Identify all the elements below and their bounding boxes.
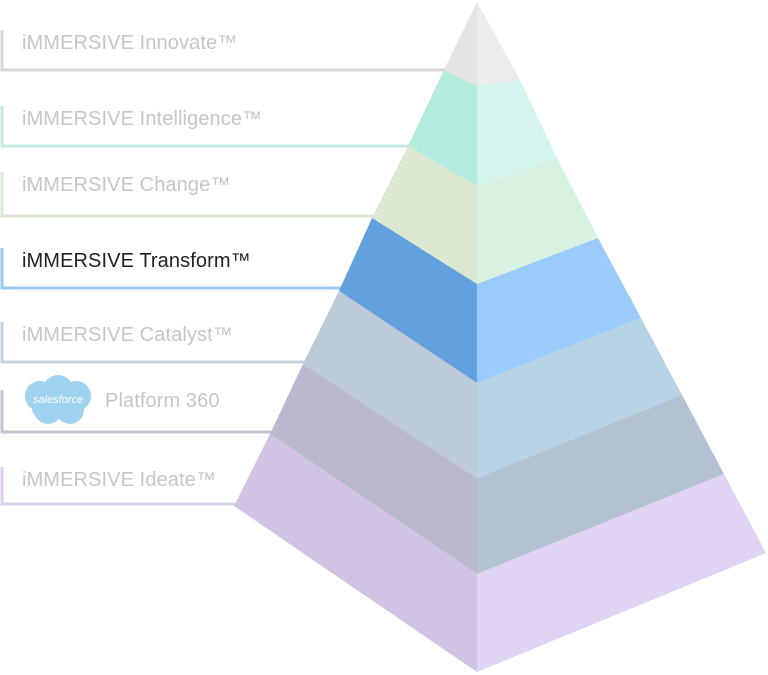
pyramid-tier-left-face [444,2,477,86]
connector-line [0,248,341,290]
salesforce-logo-text: salesforce [33,394,83,406]
tier-label-innovate[interactable]: iMMERSIVE Innovate™ [22,32,238,54]
tier-label-catalyst[interactable]: iMMERSIVE Catalyst™ [22,324,233,346]
connector-line [0,390,272,434]
pyramid-tier-right-face [477,474,766,672]
cloud-icon [25,375,91,424]
tier-label-platform-360[interactable]: Platform 360 [105,390,220,412]
connector-line [0,467,236,506]
salesforce-logo: salesforce [18,372,98,428]
connector-line [0,172,374,218]
pyramid-tier-right-face [477,80,557,186]
tier-label-change[interactable]: iMMERSIVE Change™ [22,174,231,196]
pyramid-tier-left-face [270,364,477,574]
pyramid-tier-left-face [408,70,477,186]
pyramid-tier-right-face [477,395,724,574]
connector-line [0,322,305,364]
pyramid-tier-right-face [477,158,598,284]
tier-label-ideate[interactable]: iMMERSIVE Ideate™ [22,469,216,491]
pyramid-tier-right-face [477,238,641,383]
pyramid-tier-right-face [477,318,682,478]
pyramid-tier-left-face [303,291,477,478]
tier-label-transform[interactable]: iMMERSIVE Transform™ [22,250,251,272]
pyramid-tier-left-face [339,218,477,383]
tier-label-intelligence[interactable]: iMMERSIVE Intelligence™ [22,108,263,130]
pyramid-tier-right-face [477,2,520,86]
connector-line [0,30,446,72]
connector-line [0,106,410,148]
pyramid-tier-left-face [372,146,477,284]
pyramid-tier-left-face [234,434,477,672]
